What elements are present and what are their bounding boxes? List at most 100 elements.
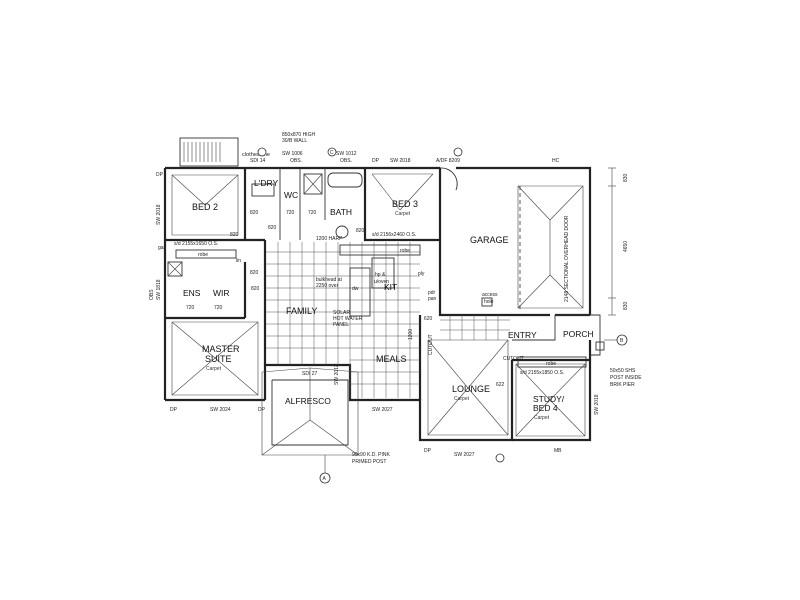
ensuite-shower <box>167 261 183 277</box>
note-sd-bed2: s/d 2155x1650 O.S. <box>174 241 218 247</box>
note-sw2018-right: SW 2018 <box>594 394 600 415</box>
room-bed3-floor: Carpet <box>395 211 411 217</box>
note-pan: pan <box>428 296 437 302</box>
note-sdi14: SDI 14 <box>250 158 266 164</box>
room-master-line2: SUITE <box>205 354 232 364</box>
outer-walls <box>163 166 592 442</box>
note-dp-top: DP <box>372 158 380 164</box>
note-dp-b2: DP <box>258 407 266 413</box>
room-wir: WIR <box>213 288 230 298</box>
note-hc: HC <box>552 158 560 164</box>
dim-820-c: 820 <box>268 225 277 231</box>
note-adf8209: A/DF 8209 <box>436 158 460 164</box>
dim-820-d: 820 <box>356 228 365 234</box>
cooktop <box>371 257 395 289</box>
note-hp: hp & <box>375 272 386 278</box>
note-uboven: u/oven <box>374 279 389 285</box>
dim-830-bot: 830 <box>623 301 629 310</box>
dim-4650: 4650 <box>623 241 629 252</box>
room-kitchen: KIT <box>384 282 397 292</box>
note-post3: BRIK PIER <box>610 382 635 388</box>
note-dp-b1: DP <box>170 407 178 413</box>
note-sd-study: s/d 2155x1850 O.S. <box>520 370 564 376</box>
room-study-line2: BED 4 <box>533 403 558 413</box>
note-gas: gas <box>158 245 167 251</box>
note-sdi27: SDI 27 <box>302 371 318 377</box>
note-linen: lin <box>236 258 241 264</box>
dim-wir-720: 720 <box>214 305 223 311</box>
shower <box>303 173 323 195</box>
note-sw2018-top: SW 2018 <box>390 158 411 164</box>
dim-820-f: 820 <box>251 286 260 292</box>
study-robe <box>517 356 587 368</box>
room-lounge: LOUNGE <box>452 384 490 394</box>
note-bulkhead1: bulkhead at <box>316 277 342 283</box>
note-pdr: pdr <box>428 290 436 296</box>
dim-820-b: 820 <box>250 210 259 216</box>
note-robe-bed3: robe <box>400 248 410 254</box>
room-garage: GARAGE <box>470 235 509 245</box>
room-bed3: BED 3 <box>392 199 418 209</box>
room-porch: PORCH <box>563 329 594 339</box>
room-alfresco: ALFRESCO <box>285 396 331 406</box>
dim-1200: 1200 <box>408 329 414 340</box>
room-lounge-floor: Carpet <box>454 396 470 402</box>
note-obs1: OBS. <box>290 158 302 164</box>
garage-door-swing <box>439 167 458 191</box>
note-window-high2: 30/B WALL <box>282 138 307 144</box>
note-sw-left: SW 1818 <box>156 279 162 300</box>
note-harp: 1200 HARP <box>316 236 343 242</box>
note-bulkhead2: 2250 over <box>316 283 339 289</box>
note-sw2012: SW 2012 <box>334 364 340 385</box>
note-pine1: 90x90 K.D. PINK <box>352 452 390 458</box>
annotations: SDI 14 850x870 HIGH 30/B WALL SW 1006 OB… <box>149 132 642 465</box>
section-b-label: B <box>620 338 624 344</box>
bathtub <box>327 172 363 188</box>
note-mb: MB <box>554 448 562 454</box>
dim-720-a: 720 <box>286 210 295 216</box>
note-solar3: PANEL <box>333 322 349 328</box>
roof-lines <box>171 173 586 456</box>
room-ensuite: ENS <box>183 288 201 298</box>
note-solar1: SOLAR <box>333 310 350 316</box>
dim-820-a: 820 <box>230 232 239 238</box>
room-study-floor: Carpet <box>534 415 550 421</box>
note-sd-bed3: s/d 2156x2460 O.S. <box>372 232 416 238</box>
clothes-line-label: clothes line <box>242 152 270 158</box>
note-sw1012: SW 1012 <box>336 151 357 157</box>
dim-820-e: 820 <box>250 270 259 276</box>
room-bed2: BED 2 <box>192 202 218 212</box>
kitchen-island <box>349 267 371 317</box>
note-obs-left: OBS <box>149 289 155 300</box>
room-meals: MEALS <box>376 354 407 364</box>
room-study-line1: STUDY/ <box>533 394 565 404</box>
note-ply: ply <box>418 271 425 277</box>
dim-ens-720: 720 <box>186 305 195 311</box>
bed3-robe <box>339 244 421 256</box>
fixtures <box>167 172 587 368</box>
section-a-label: A <box>323 476 327 482</box>
note-robe-study: robe <box>546 361 556 367</box>
room-entry: ENTRY <box>508 330 537 340</box>
note-sw1006: SW 1006 <box>282 151 303 157</box>
note-cutout: CUTOUT <box>428 334 434 355</box>
note-sw2027b: SW 2027 <box>454 452 475 458</box>
note-post1: 50x50 SHS <box>610 368 636 374</box>
note-obs2: OBS. <box>340 158 352 164</box>
dimension-lines <box>608 167 616 316</box>
note-cutout2: CUTOUT <box>503 356 524 362</box>
note-sw2018-left: SW 2018 <box>156 204 162 225</box>
note-sectional-door: 2148 SECTIONAL OVERHEAD DOOR <box>564 215 570 302</box>
room-wc: WC <box>284 190 298 200</box>
dim-720-b: 720 <box>308 210 317 216</box>
note-window-high1: 850x870 HIGH <box>282 132 315 138</box>
note-post2: POST INSIDE <box>610 375 642 381</box>
dim-622: 622 <box>496 382 505 388</box>
room-bath: BATH <box>330 207 352 217</box>
room-labels: BED 2 L'DRY WC BATH BED 3 Carpet GARAGE … <box>183 178 594 421</box>
section-markers: A B <box>257 147 628 484</box>
note-solar2: HOT WATER <box>333 316 363 322</box>
note-sw2024: SW 2024 <box>210 407 231 413</box>
note-sw2027: SW 2027 <box>372 407 393 413</box>
